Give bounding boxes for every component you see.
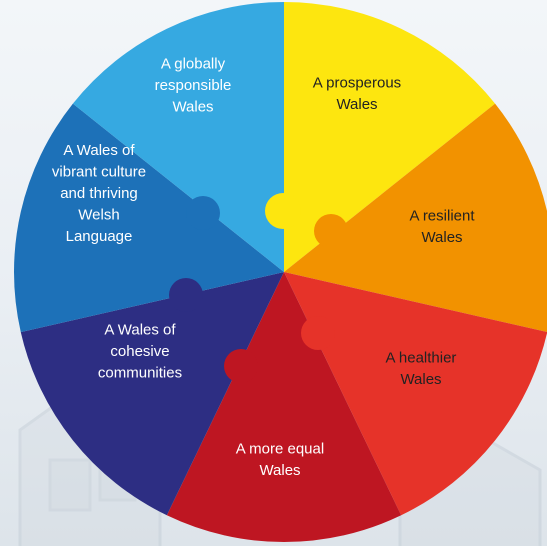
segment-vibrant-culture [14,103,285,333]
label-line: A resilient [409,207,475,224]
puzzle-knob-more-equal [224,349,258,383]
label-line: responsible [155,77,232,94]
segment-globally-responsible [72,2,284,272]
label-line: A healthier [386,349,457,366]
puzzle-knob-resilient [314,214,348,248]
label-line: Wales [400,371,441,388]
segment-prosperous [284,2,496,272]
segment-cohesive-communities [20,272,285,516]
label-line: A more equal [236,440,324,457]
label-line: Language [66,228,133,245]
label-line: Welsh [78,207,119,224]
label-cohesive-communities: A Wales of cohesive communities [98,322,182,382]
puzzle-knob-cohesive-communities [169,278,203,312]
label-line: vibrant culture [52,164,146,181]
label-line: and thriving [60,185,138,202]
label-line: communities [98,365,182,382]
label-line: Wales [336,96,377,113]
segment-healthier [284,272,547,516]
label-line: A Wales of [104,322,176,339]
puzzle-knob-vibrant-culture [186,196,220,230]
puzzle-knob-prosperous [265,193,301,229]
segment-more-equal [166,272,402,542]
segment-resilient [284,103,547,333]
label-line: A prosperous [313,74,401,91]
label-line: A globally [161,56,226,73]
label-line: Wales [259,462,300,479]
label-line: A Wales of [63,142,135,159]
label-line: Wales [421,229,462,246]
label-line: cohesive [110,343,169,360]
label-line: Wales [172,99,213,116]
puzzle-knob-healthier [301,316,335,350]
